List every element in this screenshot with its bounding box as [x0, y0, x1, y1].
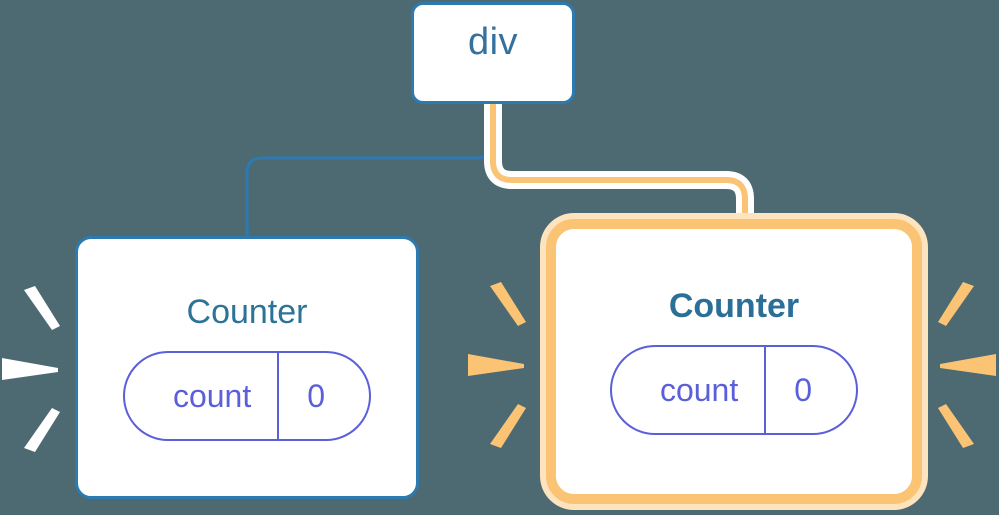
spark-cluster-left-white [2, 284, 64, 454]
spark-wedge-icon [468, 354, 524, 376]
node-counter-right[interactable]: Counter count 0 [546, 219, 922, 504]
node-div[interactable]: div [411, 2, 575, 104]
node-counter-left-label: Counter [186, 292, 308, 331]
spark-cluster-middle-orange [468, 280, 530, 450]
spark-wedge-icon [24, 286, 60, 330]
spark-wedge-icon [24, 408, 60, 452]
spark-wedge-icon [938, 404, 974, 448]
spark-wedge-icon [938, 282, 974, 326]
state-pill-right: count 0 [609, 344, 859, 435]
spark-wedge-icon [2, 358, 58, 380]
spark-wedge-icon [490, 282, 526, 326]
state-pill-left: count 0 [122, 350, 372, 441]
spark-cluster-right-orange [934, 280, 996, 450]
spark-wedge-icon [940, 354, 996, 376]
state-key-right: count [659, 371, 739, 408]
node-counter-right-label: Counter [668, 286, 800, 325]
connector-div-to-counter-left [245, 102, 495, 238]
connector-div-to-counter-right-glow [484, 95, 754, 245]
connector-div-to-counter-right [490, 101, 748, 239]
spark-wedge-icon [490, 404, 526, 448]
state-value-left: 0 [277, 352, 369, 439]
node-counter-left[interactable]: Counter count 0 [75, 236, 419, 499]
node-div-label: div [467, 21, 519, 63]
state-key-left: count [172, 377, 252, 414]
state-value-right: 0 [764, 346, 856, 433]
